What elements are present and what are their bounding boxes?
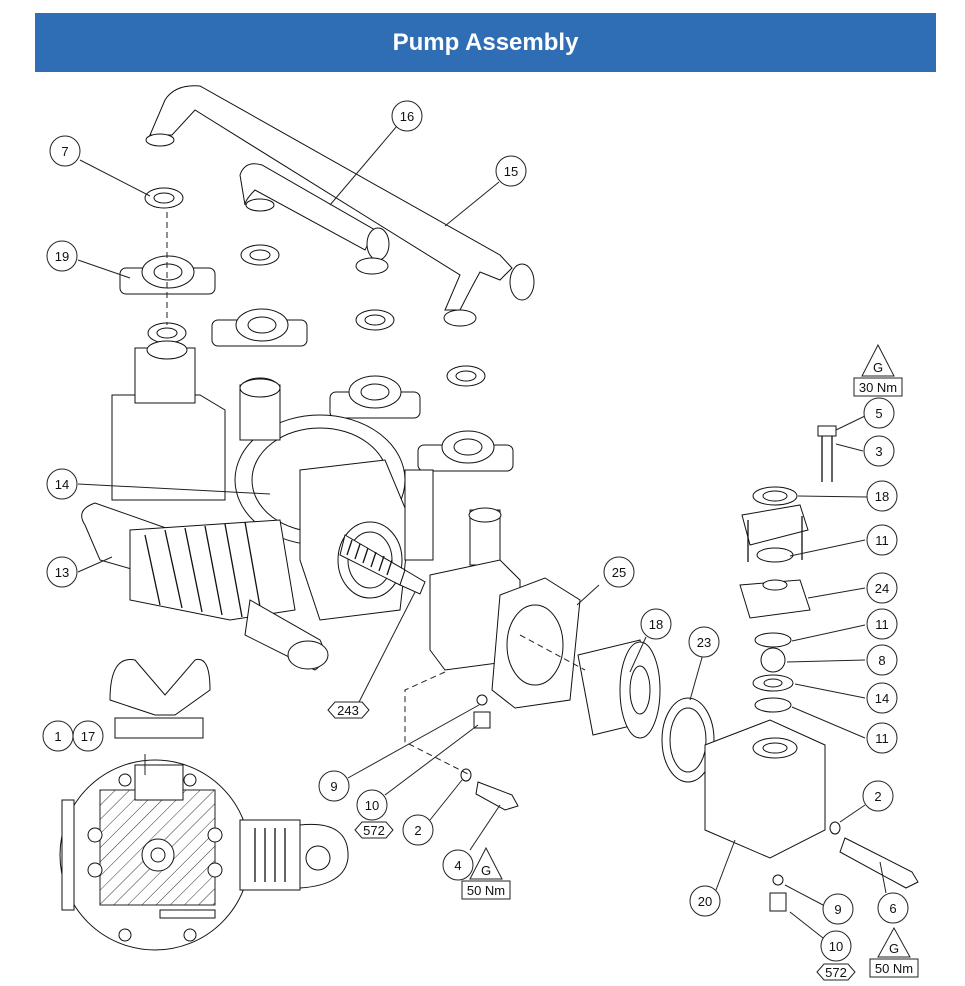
svg-text:11: 11 — [875, 533, 889, 548]
shaft — [339, 534, 426, 595]
callout-3: 3 — [863, 435, 895, 467]
svg-text:16: 16 — [400, 109, 414, 124]
svg-text:13: 13 — [55, 565, 69, 580]
title-banner: Pump Assembly — [35, 13, 936, 72]
callout-2-left: 2 — [402, 814, 434, 846]
callout-11-b: 11 — [866, 608, 898, 640]
callout-2-right: 2 — [862, 780, 894, 812]
svg-text:11: 11 — [875, 731, 889, 746]
svg-text:6: 6 — [889, 901, 896, 916]
svg-text:10: 10 — [829, 939, 843, 954]
callout-7: 7 — [49, 135, 81, 167]
svg-text:572: 572 — [363, 823, 385, 838]
motor-12 — [81, 502, 329, 671]
callout-18: 18 — [866, 480, 898, 512]
center-lines — [166, 212, 586, 776]
svg-text:14: 14 — [55, 477, 69, 492]
svg-text:11: 11 — [875, 617, 889, 632]
section-view — [59, 658, 349, 951]
svg-text:7: 7 — [61, 144, 68, 159]
hex-243: 243 — [327, 701, 370, 719]
torque-50-left: G 50 Nm — [461, 846, 511, 900]
svg-text:2: 2 — [874, 789, 881, 804]
callout-17: 17 — [72, 720, 104, 752]
svg-text:8: 8 — [878, 653, 885, 668]
callout-13: 14 — [46, 468, 78, 500]
callout-10-left: 10 — [356, 789, 388, 821]
svg-text:243: 243 — [337, 703, 359, 718]
page-title: Pump Assembly — [392, 28, 579, 56]
svg-text:4: 4 — [454, 858, 461, 873]
pipe-16 — [239, 163, 390, 275]
svg-text:18: 18 — [649, 617, 663, 632]
svg-text:30 Nm: 30 Nm — [859, 380, 897, 395]
svg-text:572: 572 — [825, 965, 847, 980]
hex-572-right: 572 — [816, 963, 856, 981]
torque-30: G 30 Nm — [853, 343, 903, 397]
svg-text:9: 9 — [330, 779, 337, 794]
svg-text:18: 18 — [875, 489, 889, 504]
svg-text:24: 24 — [875, 581, 889, 596]
ring-23 — [661, 697, 715, 783]
callout-16: 16 — [391, 100, 423, 132]
svg-text:50 Nm: 50 Nm — [875, 961, 913, 976]
valve-block-22 — [704, 719, 826, 912]
callout-9-right: 9 — [822, 893, 854, 925]
pump-head-24 — [429, 507, 581, 709]
callout-1: 1 — [42, 720, 74, 752]
filter-19 — [577, 639, 661, 739]
callout-11-c: 11 — [866, 722, 898, 754]
svg-text:25: 25 — [612, 565, 626, 580]
hex-572-left: 572 — [354, 821, 394, 839]
pump-body — [111, 340, 434, 621]
callout-8: 8 — [866, 644, 898, 676]
svg-text:50 Nm: 50 Nm — [467, 883, 505, 898]
callout-20: 19 — [46, 240, 78, 272]
torque-50-right: G 50 Nm — [869, 926, 919, 978]
svg-text:14: 14 — [875, 691, 889, 706]
callout-23: 23 — [688, 626, 720, 658]
callout-24: 25 — [603, 556, 635, 588]
svg-text:17: 17 — [81, 729, 95, 744]
svg-text:15: 15 — [504, 164, 518, 179]
pipe-15 — [145, 85, 535, 327]
svg-text:3: 3 — [875, 444, 882, 459]
callout-19: 18 — [640, 608, 672, 640]
callout-4: 4 — [442, 849, 474, 881]
callout-22: 20 — [689, 885, 721, 917]
callout-15: 15 — [495, 155, 527, 187]
bolts — [460, 694, 919, 889]
svg-text:G: G — [873, 360, 883, 375]
svg-text:19: 19 — [55, 249, 69, 264]
svg-text:5: 5 — [875, 406, 882, 421]
hex-labels: 243 572 572 — [327, 701, 856, 981]
callout-14: 14 — [866, 682, 898, 714]
svg-text:9: 9 — [834, 902, 841, 917]
clamps — [119, 255, 514, 472]
callout-12: 13 — [46, 556, 78, 588]
leader-lines — [77, 125, 887, 939]
callout-6: 6 — [877, 892, 909, 924]
svg-text:G: G — [481, 863, 491, 878]
callouts: 7 19 14 13 16 15 25 18 23 1 17 9 10 2 4 … — [42, 100, 909, 962]
svg-text:10: 10 — [365, 798, 379, 813]
valve-stack — [739, 425, 837, 713]
callout-5: 5 — [863, 397, 895, 429]
svg-text:20: 20 — [698, 894, 712, 909]
svg-text:1: 1 — [54, 729, 61, 744]
svg-text:2: 2 — [414, 823, 421, 838]
callout-9-left: 9 — [318, 770, 350, 802]
callout-11-a: 11 — [866, 524, 898, 556]
callout-25: 24 — [866, 572, 898, 604]
callout-10-right: 10 — [820, 930, 852, 962]
svg-text:G: G — [889, 941, 899, 956]
svg-text:23: 23 — [697, 635, 711, 650]
